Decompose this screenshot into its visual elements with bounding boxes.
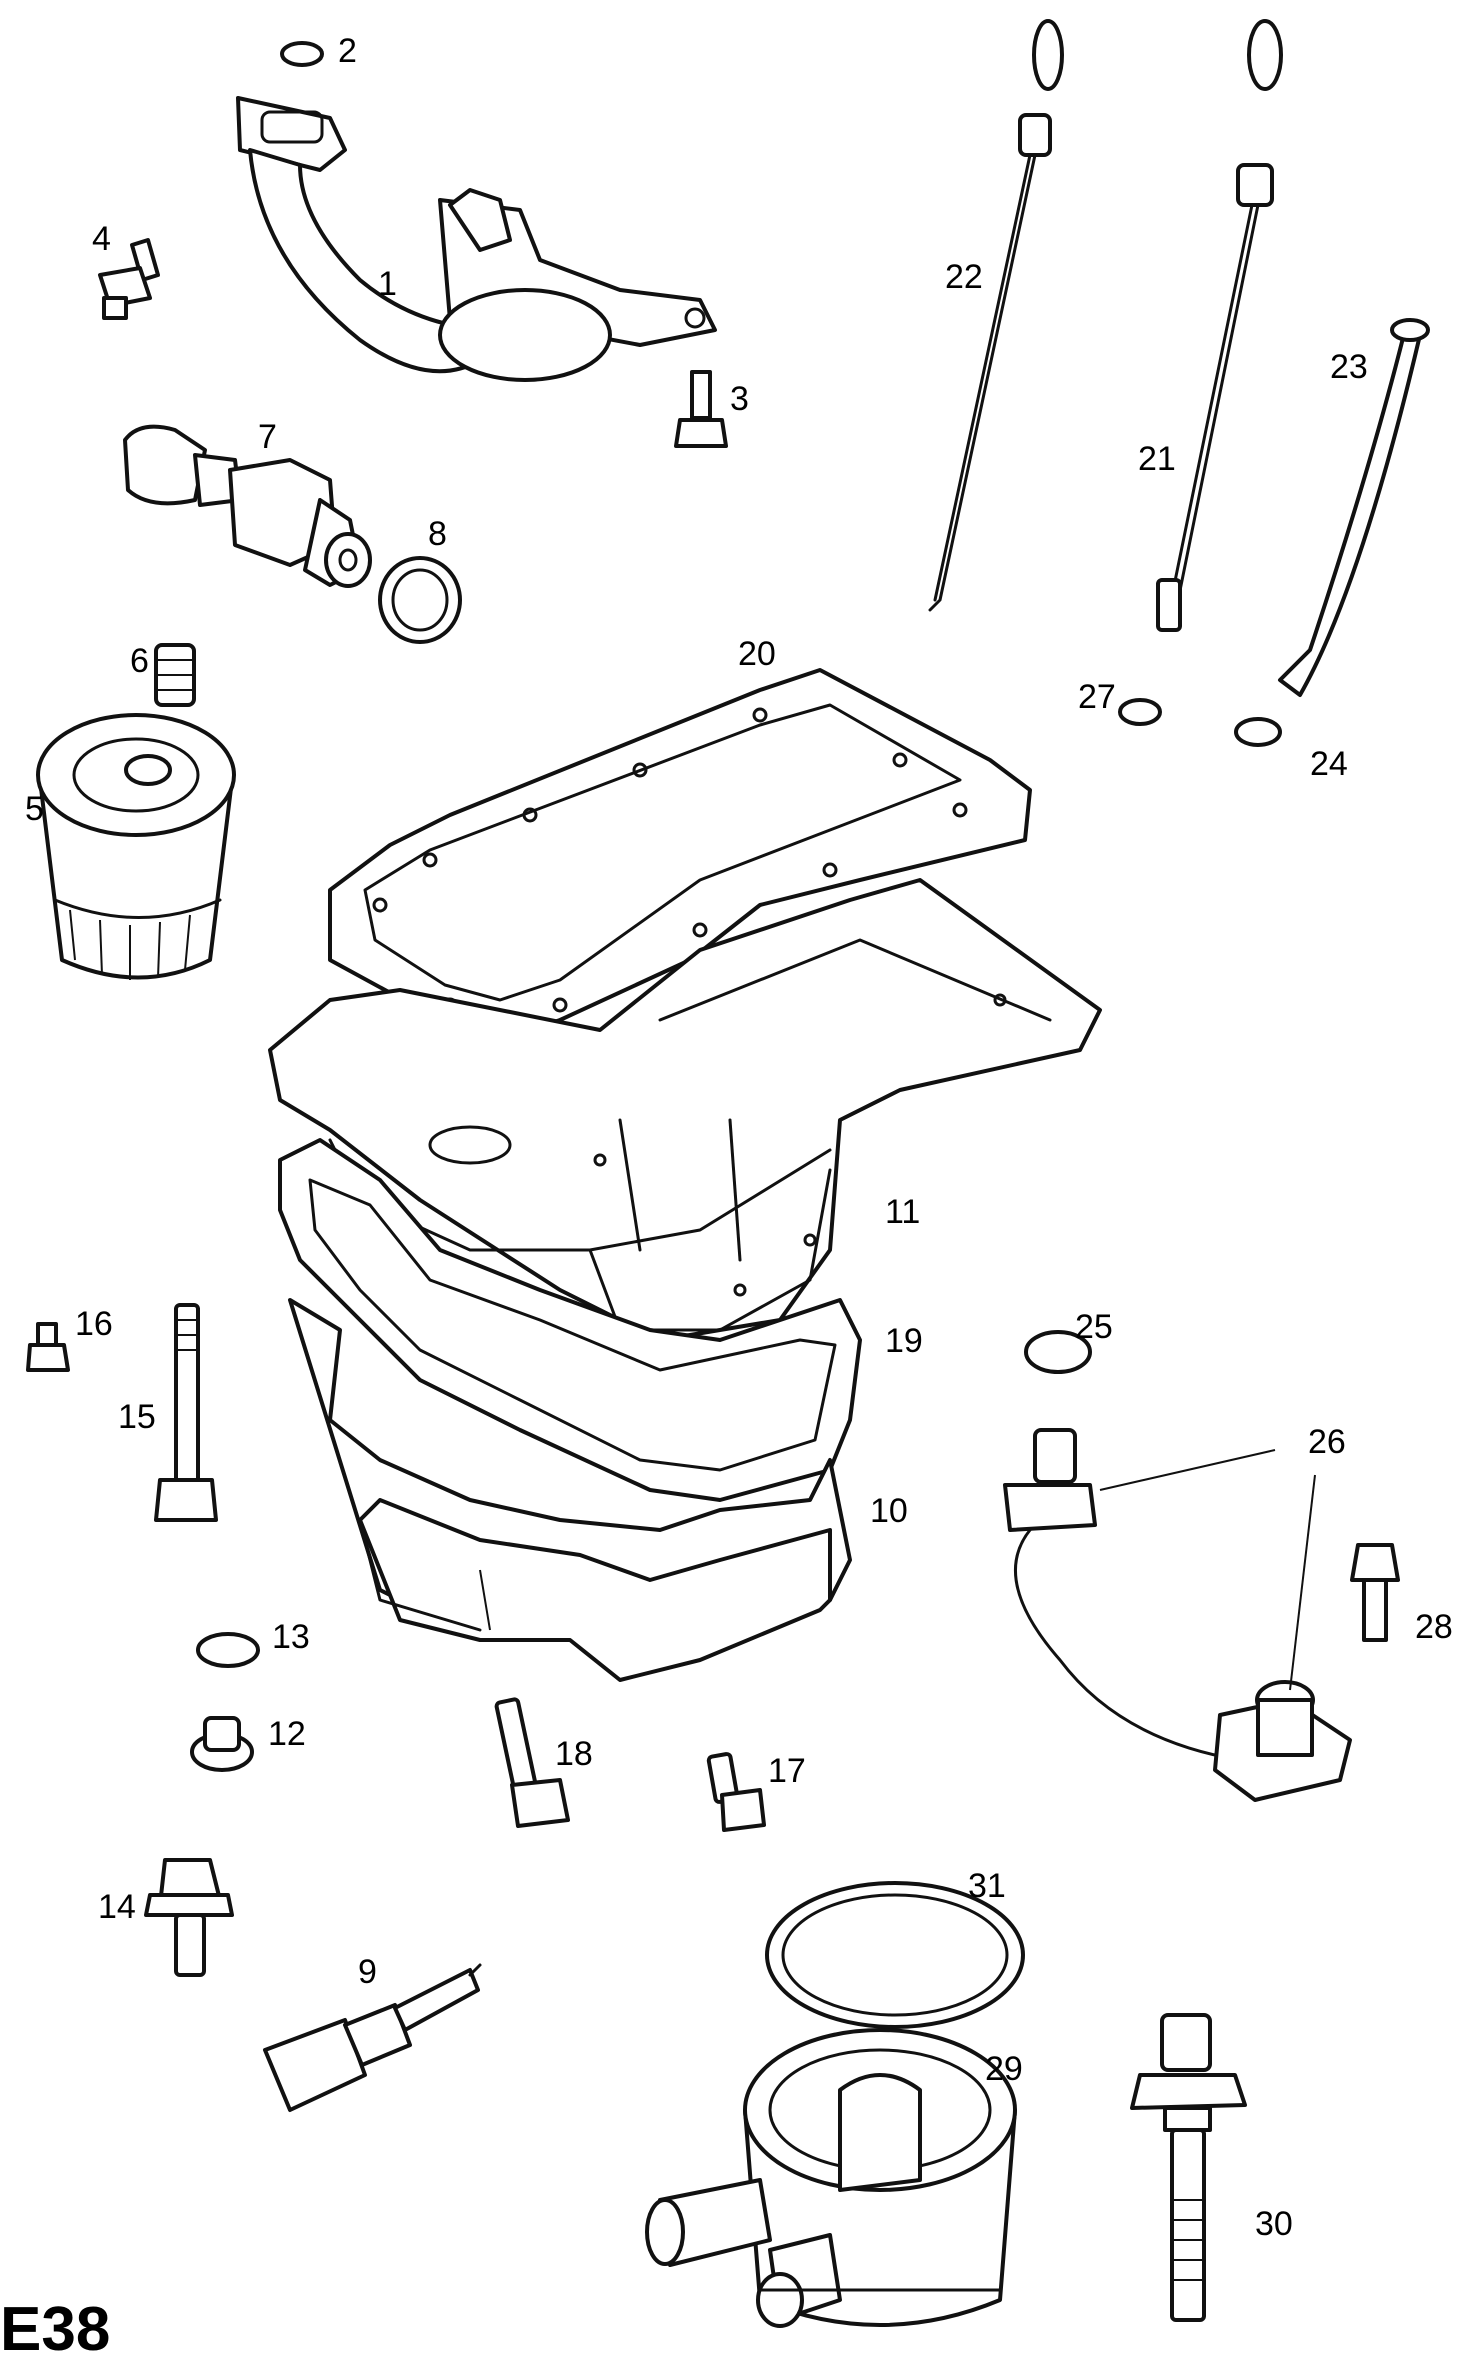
hollow-bolt-30 [1130, 2013, 1247, 2322]
o-ring-27 [1118, 698, 1162, 726]
drain-plug-12 [190, 1716, 254, 1772]
callout-30: 30 [1255, 2205, 1293, 2243]
socket-screw-17 [706, 1752, 766, 1832]
callout-18: 18 [555, 1735, 593, 1773]
callout-8: 8 [428, 515, 447, 553]
callout-21: 21 [1138, 440, 1176, 478]
washer-13 [196, 1632, 260, 1668]
callout-31: 31 [968, 1867, 1006, 1905]
lower-oil-pan-gasket [278, 1138, 862, 1502]
sealing-ring-8 [378, 556, 462, 644]
flange-bolt-14 [144, 1858, 234, 1977]
temperature-sender-9 [263, 1963, 482, 2112]
callout-25: 25 [1075, 1308, 1113, 1346]
callout-1: 1 [378, 265, 397, 303]
long-bolt-15 [154, 1303, 218, 1522]
oil-cooler [645, 2028, 1017, 2328]
o-ring-25 [1024, 1330, 1092, 1374]
callout-2: 2 [338, 32, 357, 70]
callout-11: 11 [885, 1193, 920, 1231]
seal-ring-31 [765, 1881, 1025, 2029]
callout-5: 5 [25, 790, 44, 828]
bolt-18 [494, 1697, 570, 1828]
callout-23: 23 [1330, 348, 1368, 386]
diagram-code: E38 [0, 2295, 110, 2364]
o-ring-2 [280, 41, 324, 67]
callout-26: 26 [1308, 1423, 1346, 1461]
dipstick-guide-tube [1278, 318, 1430, 697]
bolt-3 [674, 370, 728, 448]
dipstick-21 [1156, 19, 1283, 632]
callout-12: 12 [268, 1715, 306, 1753]
lower-oil-pan [288, 1298, 852, 1682]
oil-pressure-switch [123, 424, 372, 588]
callout-9: 9 [358, 1953, 377, 1991]
o-ring-24 [1234, 717, 1282, 747]
callout-3: 3 [730, 380, 749, 418]
callout-29: 29 [985, 2050, 1023, 2088]
callout-10: 10 [870, 1492, 908, 1530]
screw-16 [26, 1322, 70, 1372]
oil-pickup-pipe [236, 96, 717, 382]
callout-14: 14 [98, 1888, 136, 1926]
callout-27: 27 [1078, 678, 1116, 716]
dipstick-22 [928, 19, 1064, 612]
callout-19: 19 [885, 1322, 923, 1360]
callout-16: 16 [75, 1305, 113, 1343]
callout-labels: 1 2 3 4 5 6 7 8 9 10 11 12 13 14 15 16 1… [0, 32, 1453, 2364]
oil-filter [36, 713, 236, 980]
callout-15: 15 [118, 1398, 156, 1436]
oil-level-sensor [1003, 1428, 1352, 1802]
callout-20: 20 [738, 635, 776, 673]
leader-lines [1099, 1449, 1316, 1691]
callout-17: 17 [768, 1752, 806, 1790]
callout-4: 4 [92, 220, 111, 258]
bolt-28 [1350, 1543, 1400, 1642]
callout-6: 6 [130, 642, 149, 680]
callout-28: 28 [1415, 1608, 1453, 1646]
callout-22: 22 [945, 258, 983, 296]
callout-24: 24 [1310, 745, 1348, 783]
callout-13: 13 [272, 1618, 310, 1656]
bolt-4 [98, 238, 160, 320]
callout-7: 7 [258, 418, 277, 456]
threaded-nipple-6 [154, 643, 196, 707]
